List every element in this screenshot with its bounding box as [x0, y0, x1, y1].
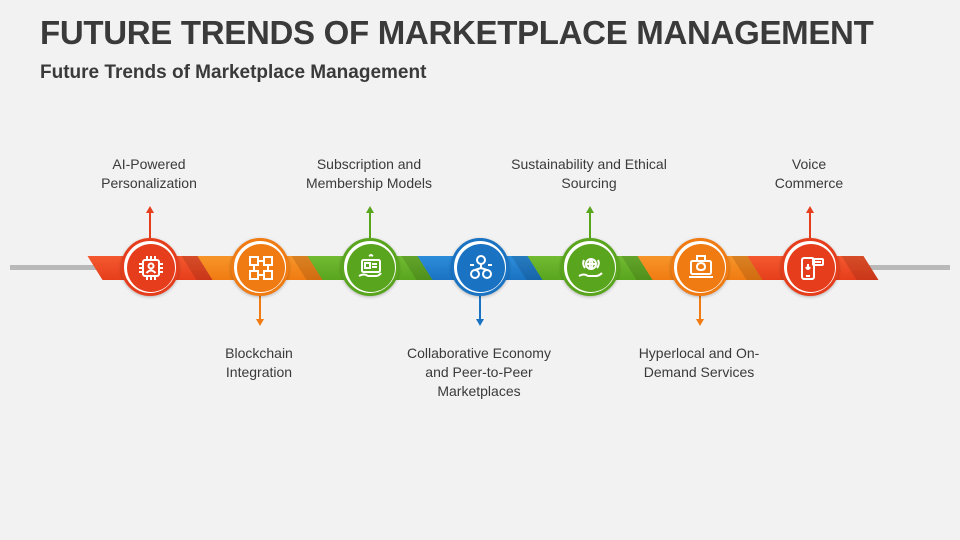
trend-label: AI-Powered Personalization — [101, 156, 197, 191]
trend-node — [121, 238, 179, 296]
collaboration-icon — [457, 244, 505, 292]
sustainability-icon — [567, 244, 615, 292]
trend-node — [451, 238, 509, 296]
blockchain-icon — [237, 244, 285, 292]
ai-chip-icon — [127, 244, 175, 292]
trend-label: Voice Commerce — [774, 156, 844, 191]
page-subtitle: Future Trends of Marketplace Management — [40, 62, 427, 83]
trend-node — [231, 238, 289, 296]
trend-label: Collaborative Economy and Peer-to-Peer M… — [407, 345, 551, 399]
trend-label: Sustainability and Ethical Sourcing — [511, 156, 667, 191]
connector-up — [146, 206, 154, 238]
connector-down — [476, 296, 484, 326]
connector-up — [586, 206, 594, 238]
voice-commerce-icon — [787, 244, 835, 292]
trend-label: Subscription and Membership Models — [305, 156, 433, 191]
trend-label: Blockchain Integration — [225, 345, 293, 380]
trend-node — [561, 238, 619, 296]
trend-label: Hyperlocal and On- Demand Services — [638, 345, 760, 380]
connector-up — [806, 206, 814, 238]
membership-icon — [347, 244, 395, 292]
trend-node — [341, 238, 399, 296]
connector-down — [256, 296, 264, 326]
page-title: FUTURE TRENDS OF MARKETPLACE MANAGEMENT — [40, 14, 874, 51]
trend-node — [781, 238, 839, 296]
trend-node — [671, 238, 729, 296]
connector-up — [366, 206, 374, 238]
connector-down — [696, 296, 704, 326]
on-demand-icon — [677, 244, 725, 292]
